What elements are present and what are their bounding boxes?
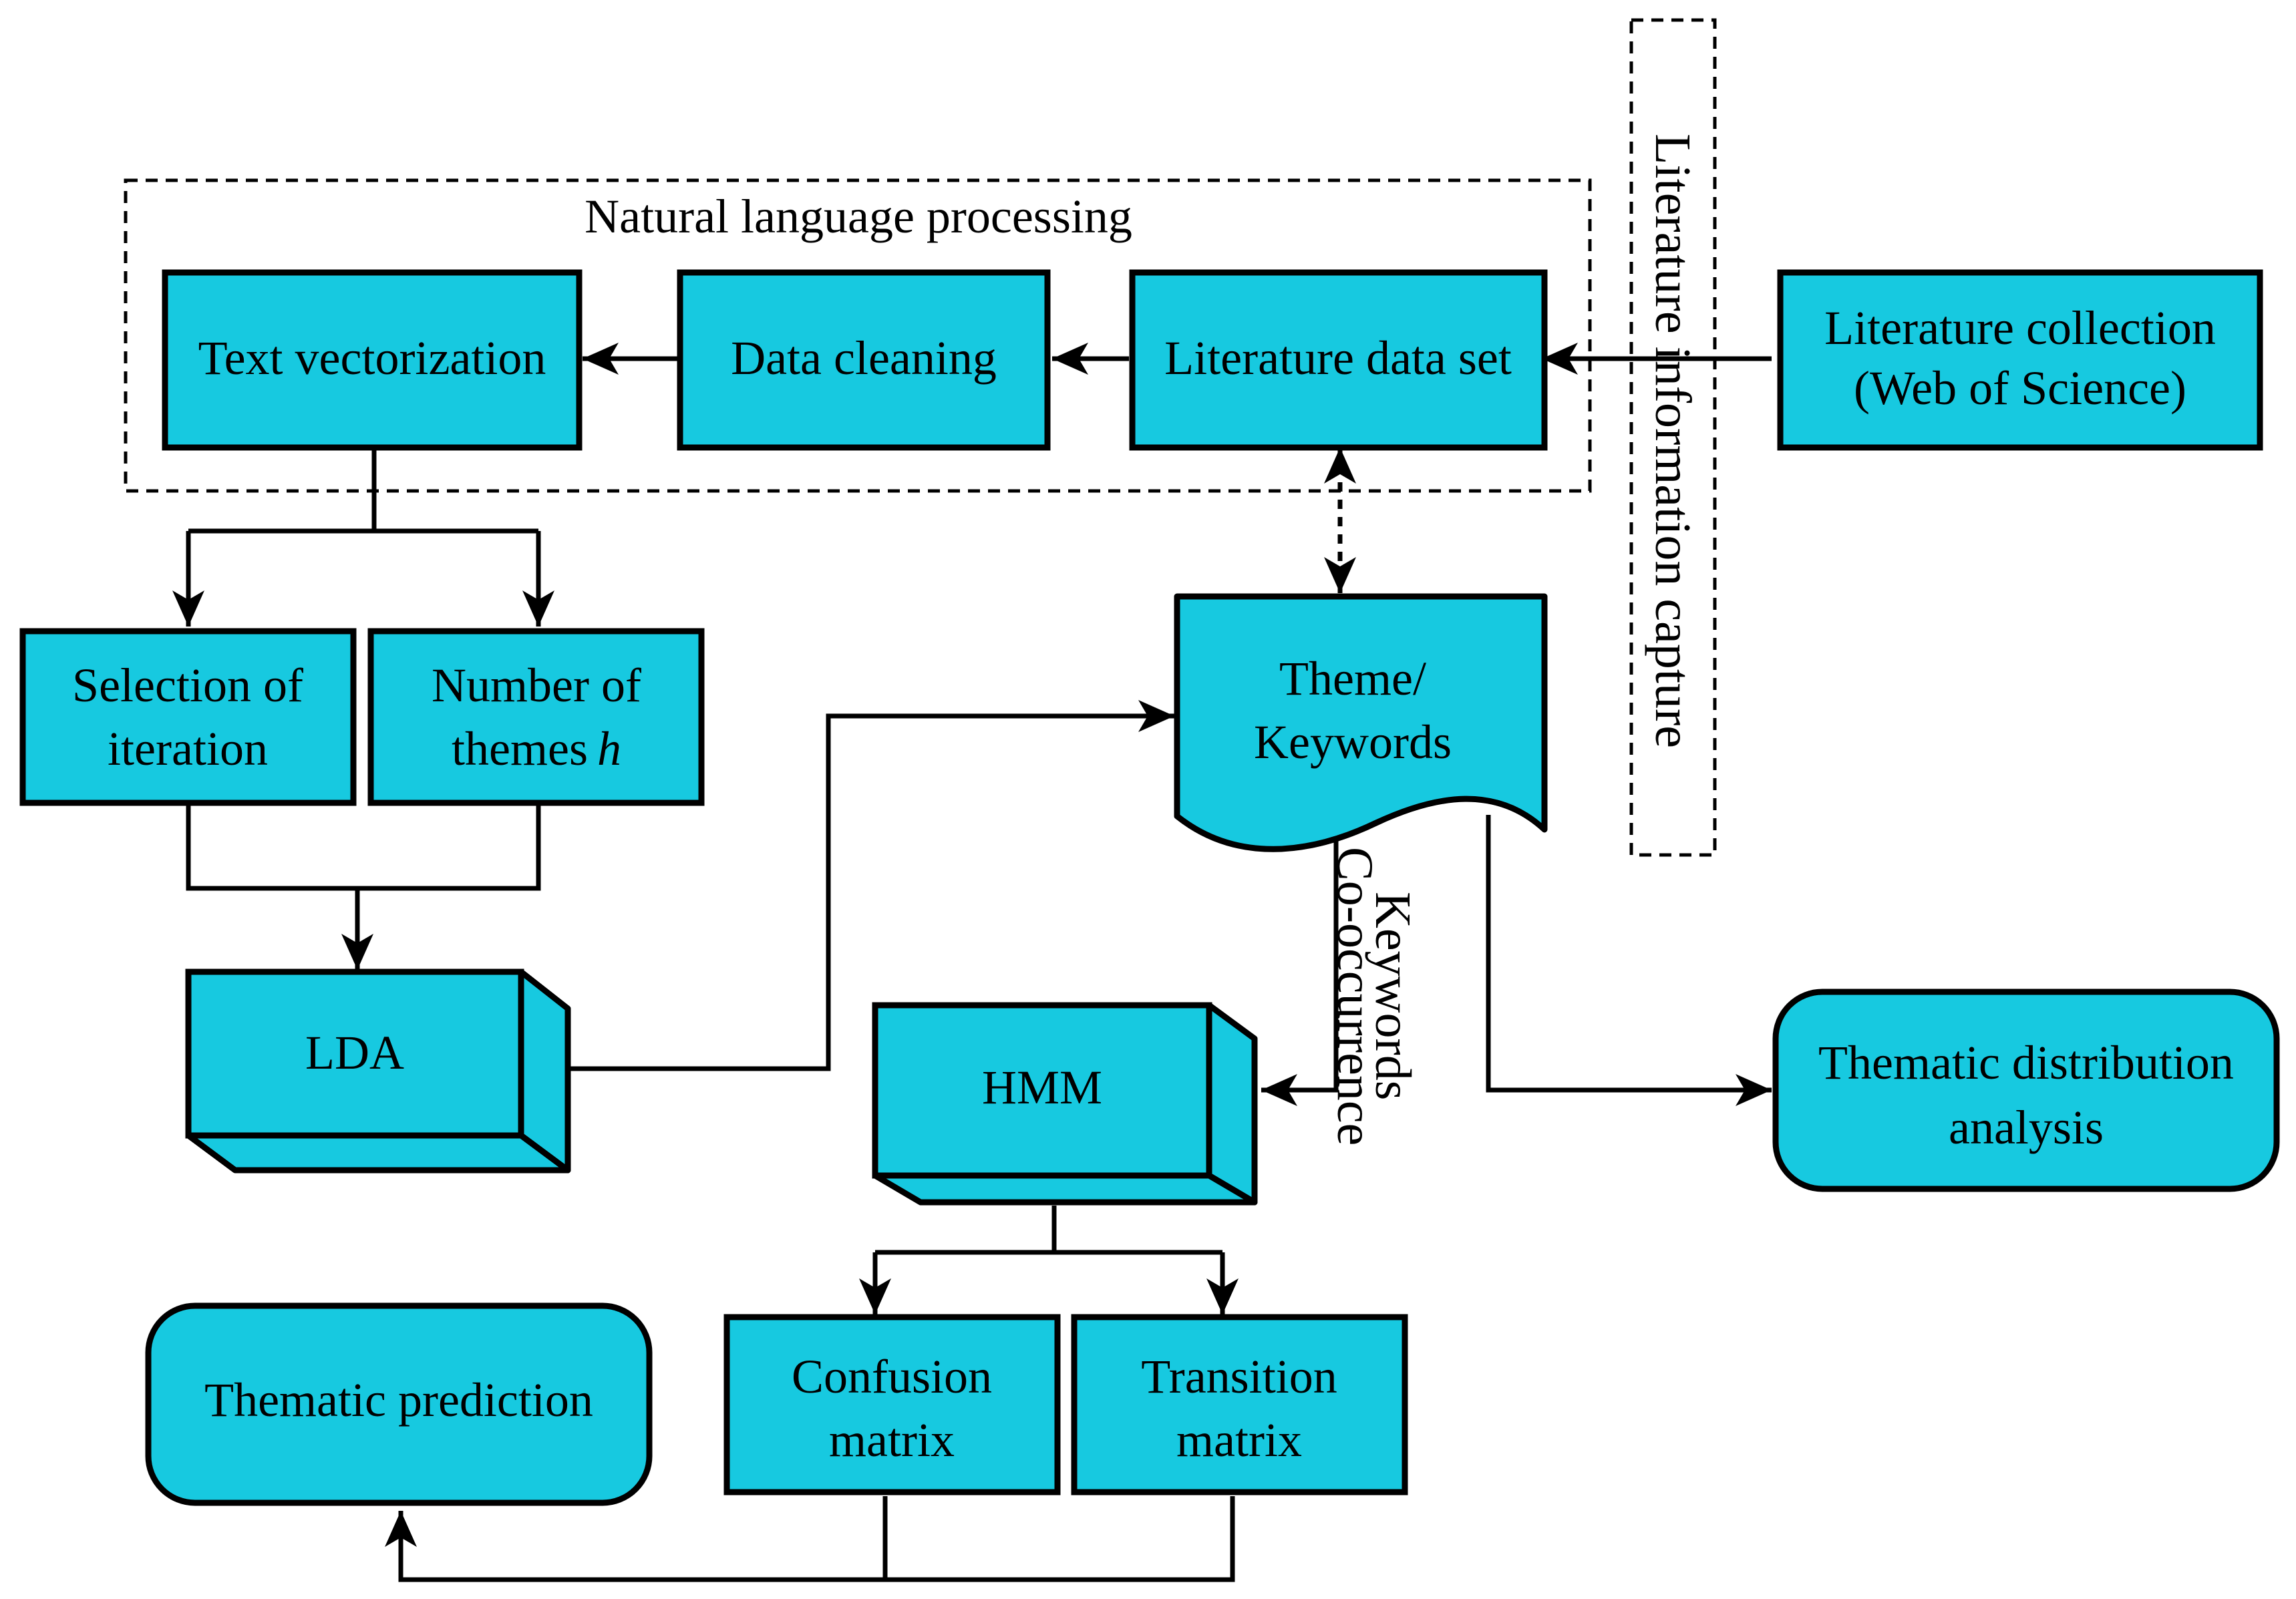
nlp-group-label: Natural language processing bbox=[585, 190, 1132, 243]
transition-matrix-label: Transition bbox=[1141, 1350, 1337, 1403]
confusion-matrix-label: Confusion bbox=[792, 1350, 992, 1403]
lda-box bbox=[185, 968, 571, 1174]
text-vectorization-box bbox=[162, 269, 583, 451]
literature-collection-label: Literature collection bbox=[1824, 301, 2216, 355]
capture-group-frame bbox=[1629, 18, 1717, 857]
text-vectorization-label: Text vectorization bbox=[198, 331, 546, 385]
thematic-prediction-label: Thematic prediction bbox=[204, 1373, 593, 1427]
hmm-label: HMM bbox=[982, 1061, 1102, 1114]
data-cleaning-label: Data cleaning bbox=[731, 331, 997, 385]
arrow-theme-to-hmm bbox=[1261, 828, 1339, 1106]
number-of-themes-variable: h bbox=[597, 722, 621, 775]
thematic-distribution-box bbox=[1772, 989, 2280, 1192]
line-merge-to-lda bbox=[186, 805, 541, 891]
hmm-box bbox=[872, 1002, 1258, 1206]
number-of-themes-box bbox=[367, 628, 705, 806]
keywords-cooccurrence-sublabel: Co-occurrence bbox=[1327, 847, 1383, 1145]
transition-matrix-sublabel: matrix bbox=[1176, 1413, 1302, 1467]
capture-group-label: Literature information capture bbox=[1645, 134, 1701, 748]
arrow-theme-to-distribution bbox=[1486, 815, 1772, 1106]
transition-matrix-box bbox=[1071, 1314, 1408, 1495]
literature-data-set-label: Literature data set bbox=[1164, 331, 1512, 385]
selection-of-iteration-box bbox=[19, 628, 357, 806]
selection-of-iteration-label: Selection of bbox=[72, 659, 303, 712]
lda-label: LDA bbox=[305, 1026, 404, 1079]
arrow-matrices-to-prediction bbox=[401, 1496, 1235, 1582]
thematic-distribution-sublabel: analysis bbox=[1949, 1101, 2104, 1154]
selection-of-iteration-sublabel: iteration bbox=[108, 722, 268, 775]
thematic-distribution-label: Thematic distribution bbox=[1818, 1036, 2234, 1089]
number-of-themes-word: themes bbox=[452, 722, 588, 775]
line-vectorization-split bbox=[188, 449, 538, 534]
confusion-matrix-sublabel: matrix bbox=[829, 1413, 955, 1467]
keywords-cooccurrence-label: Keywords bbox=[1365, 892, 1421, 1100]
theme-keywords-label: Theme/ bbox=[1279, 652, 1426, 705]
nlp-group-frame bbox=[124, 178, 1592, 493]
literature-collection-box bbox=[1777, 269, 2263, 451]
number-of-themes-label: Number of bbox=[432, 659, 641, 712]
theme-keywords-sublabel: Keywords bbox=[1254, 715, 1452, 769]
theme-keywords-box bbox=[1174, 593, 1548, 852]
confusion-matrix-box bbox=[723, 1314, 1061, 1495]
arrow-lda-to-theme-keywords bbox=[568, 700, 1174, 1071]
literature-data-set-box bbox=[1129, 269, 1548, 451]
literature-collection-sublabel: (Web of Science) bbox=[1854, 361, 2186, 415]
thematic-prediction-box bbox=[145, 1302, 653, 1506]
line-hmm-split bbox=[875, 1206, 1222, 1255]
data-cleaning-box bbox=[677, 269, 1051, 451]
